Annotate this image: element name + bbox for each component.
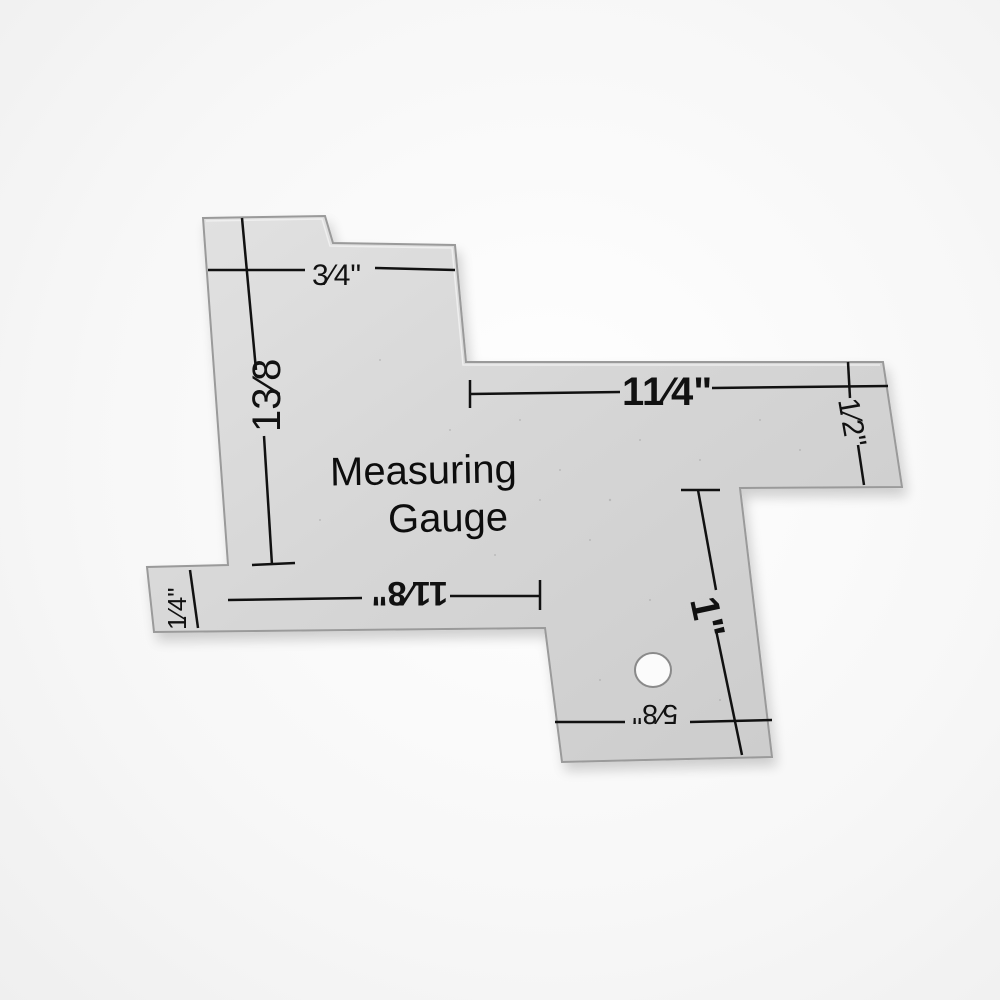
label-one: 1" — [681, 593, 733, 642]
plate-edge-highlight — [205, 218, 880, 366]
label-one-quarter-top: 11⁄4" — [622, 370, 712, 414]
gauge-title-line2: Gauge — [388, 495, 509, 541]
hanging-hole — [634, 652, 672, 688]
gauge-plate — [145, 214, 904, 764]
label-three-quarters: 3⁄4" — [312, 259, 361, 292]
gauge-title-line1: Measuring — [330, 447, 518, 494]
metal-speckles — [319, 359, 801, 701]
label-one-quarter-left: 1⁄4" — [162, 588, 192, 631]
label-one-three-eighths: 13⁄8 — [245, 359, 289, 432]
label-five-eighths: 5⁄8" — [632, 699, 678, 730]
label-one-and-one-eighth: 11⁄8" — [371, 574, 448, 612]
measurement-lines — [188, 217, 889, 756]
